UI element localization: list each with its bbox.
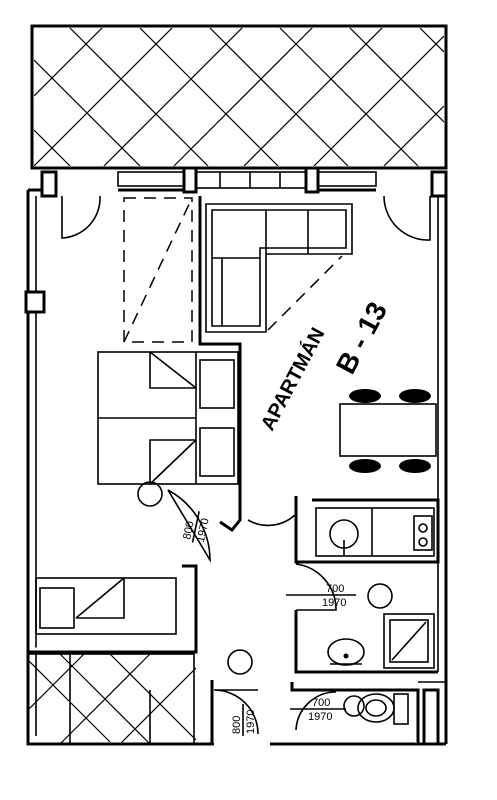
- storage-hatched: [27, 653, 196, 745]
- door-dim-2: 700 1970: [286, 583, 356, 609]
- door-height: 1970: [322, 597, 346, 609]
- door-height: 1970: [245, 710, 257, 734]
- dining-table: [339, 389, 437, 473]
- door-width: 700: [312, 697, 330, 709]
- door-dim-3: 700 1970: [290, 697, 346, 723]
- door-width: 800: [181, 520, 197, 540]
- bathroom: [327, 613, 440, 746]
- interior-walls: [28, 196, 446, 744]
- balcony: [30, 24, 448, 170]
- door-dim-4: 800 1970: [231, 704, 257, 736]
- apartment-label: APARTMÁN: [256, 324, 329, 435]
- door-width: 700: [326, 583, 344, 595]
- single-bed: [35, 577, 177, 635]
- door-width: 800: [231, 716, 243, 734]
- unit-code: B - 13: [330, 297, 393, 379]
- wardrobe: [123, 197, 193, 343]
- corner-sofa: [205, 203, 353, 333]
- double-bed: [97, 351, 239, 485]
- door-dimensions: 800 1970 700 1970 700 1970 800 1970: [181, 511, 356, 736]
- windows: [61, 171, 431, 241]
- doors: [137, 481, 393, 735]
- door-height: 1970: [195, 517, 212, 543]
- door-dim-1: 800 1970: [181, 511, 212, 544]
- room-label: APARTMÁN B - 13: [256, 297, 393, 434]
- door-height: 1970: [308, 711, 332, 723]
- kitchenette: [315, 507, 435, 557]
